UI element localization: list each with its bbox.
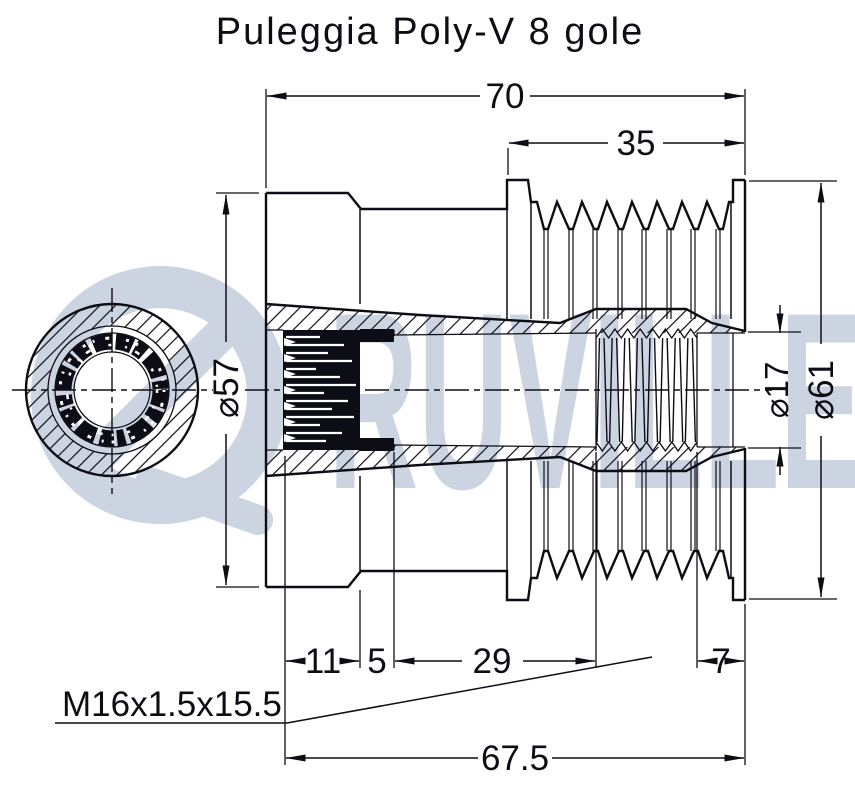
dim-35: 35 — [508, 124, 745, 163]
dim-d57-label: ⌀57 — [207, 358, 246, 418]
front-thread-outer-edge — [54, 332, 170, 448]
sleeve-outer-line-top — [265, 302, 746, 333]
thread-leader-line — [286, 656, 653, 724]
extension-lines — [216, 89, 837, 765]
dim-67-5-label: 67.5 — [481, 739, 549, 778]
dim-35-label: 35 — [617, 124, 656, 163]
front-thread-speckle-inner — [65, 343, 159, 437]
dim-11-label: 11 — [305, 642, 341, 681]
front-bore-circle — [73, 351, 151, 429]
section-hatch-band-top — [266, 304, 745, 335]
dim-d17: ⌀17 — [758, 305, 795, 475]
dim-70: 70 — [266, 77, 745, 116]
left-thread-streaks — [286, 335, 356, 443]
dim-d57: ⌀57 — [207, 194, 246, 586]
front-thread-speckle-outer — [58, 336, 166, 444]
section-hatch-band-bottom — [266, 445, 745, 476]
ruville-watermark: RUVILLE — [31, 261, 855, 542]
dim-29: 29 — [394, 642, 596, 681]
dim-d61-label: ⌀61 — [802, 360, 841, 420]
thread-spec-label: M16x1.5x15.5 — [62, 685, 282, 724]
dim-7-label: 7 — [711, 642, 730, 681]
dimensions: 70 35 ⌀57 ⌀61 ⌀17 11 — [55, 77, 841, 778]
dim-29-label: 29 — [473, 642, 512, 681]
dim-d17-label: ⌀17 — [758, 362, 795, 419]
section-view — [245, 178, 772, 602]
front-thread-ring — [55, 333, 169, 447]
dim-67-5: 67.5 — [285, 739, 745, 778]
dim-11: 11 — [285, 642, 360, 681]
right-thread-crest-top — [595, 327, 698, 340]
right-thread-crest-bottom — [595, 440, 698, 453]
dim-70-label: 70 — [486, 77, 525, 116]
dim-d61: ⌀61 — [802, 182, 841, 598]
bore-edges — [266, 329, 745, 451]
front-hub-circle — [47, 325, 177, 455]
thread-relief-bottom — [360, 438, 394, 451]
dim-5-label: 5 — [367, 642, 386, 681]
left-thread-notches — [284, 338, 296, 442]
drawing-title: Puleggia Poly-V 8 gole — [216, 11, 644, 53]
right-thread-flanks — [596, 337, 697, 443]
thread-relief-top — [360, 329, 394, 342]
dim-7: 7 — [697, 642, 745, 681]
part-profile-top — [266, 178, 745, 231]
front-view — [12, 288, 213, 494]
watermark-emblem-tail — [135, 467, 273, 535]
groove-silhouette-lines — [359, 202, 732, 578]
front-outer-circle — [24, 302, 200, 478]
part-profile-bottom — [266, 549, 745, 602]
thread-callout: M16x1.5x15.5 — [55, 656, 653, 724]
watermark-emblem-ring — [31, 266, 289, 524]
watermark-brand-text: RUVILLE — [328, 261, 855, 542]
